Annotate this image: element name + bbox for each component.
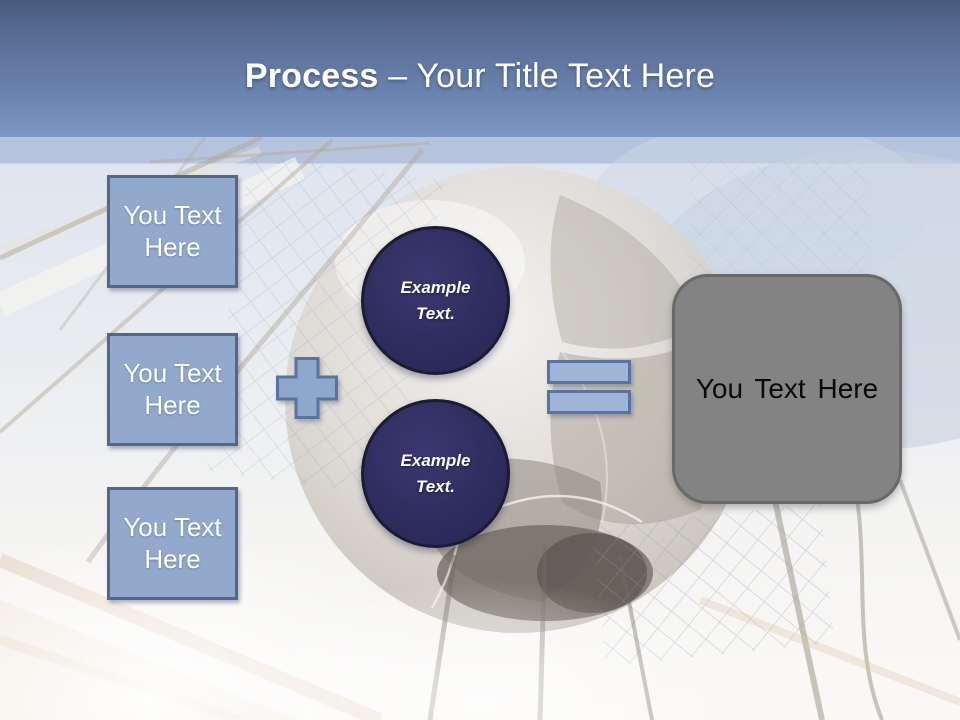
slide-title[interactable]: Process – Your Title Text Here — [245, 41, 715, 96]
example-circle-1-label: Example Text. — [400, 278, 471, 323]
text-box-2-label: You Text Here — [123, 357, 222, 420]
plus-icon — [276, 357, 338, 419]
text-box-3-label: You Text Here — [123, 511, 222, 574]
example-circle-1[interactable]: Example Text. — [361, 226, 510, 375]
text-box-3[interactable]: You Text Here — [107, 487, 238, 600]
slide-header: Process – Your Title Text Here — [0, 0, 960, 137]
title-text: – Your Title Text Here — [378, 57, 716, 95]
text-box-1-label: You Text Here — [123, 199, 222, 262]
text-box-2[interactable]: You Text Here — [107, 333, 238, 446]
result-box[interactable]: You Text Here — [672, 274, 902, 504]
result-box-label: You Text Here — [695, 373, 879, 404]
example-circle-2-label: Example Text. — [400, 451, 471, 496]
example-circle-2[interactable]: Example Text. — [361, 399, 510, 548]
title-keyword: Process — [244, 57, 379, 95]
equals-icon — [547, 360, 631, 414]
text-box-1[interactable]: You Text Here — [107, 175, 238, 288]
